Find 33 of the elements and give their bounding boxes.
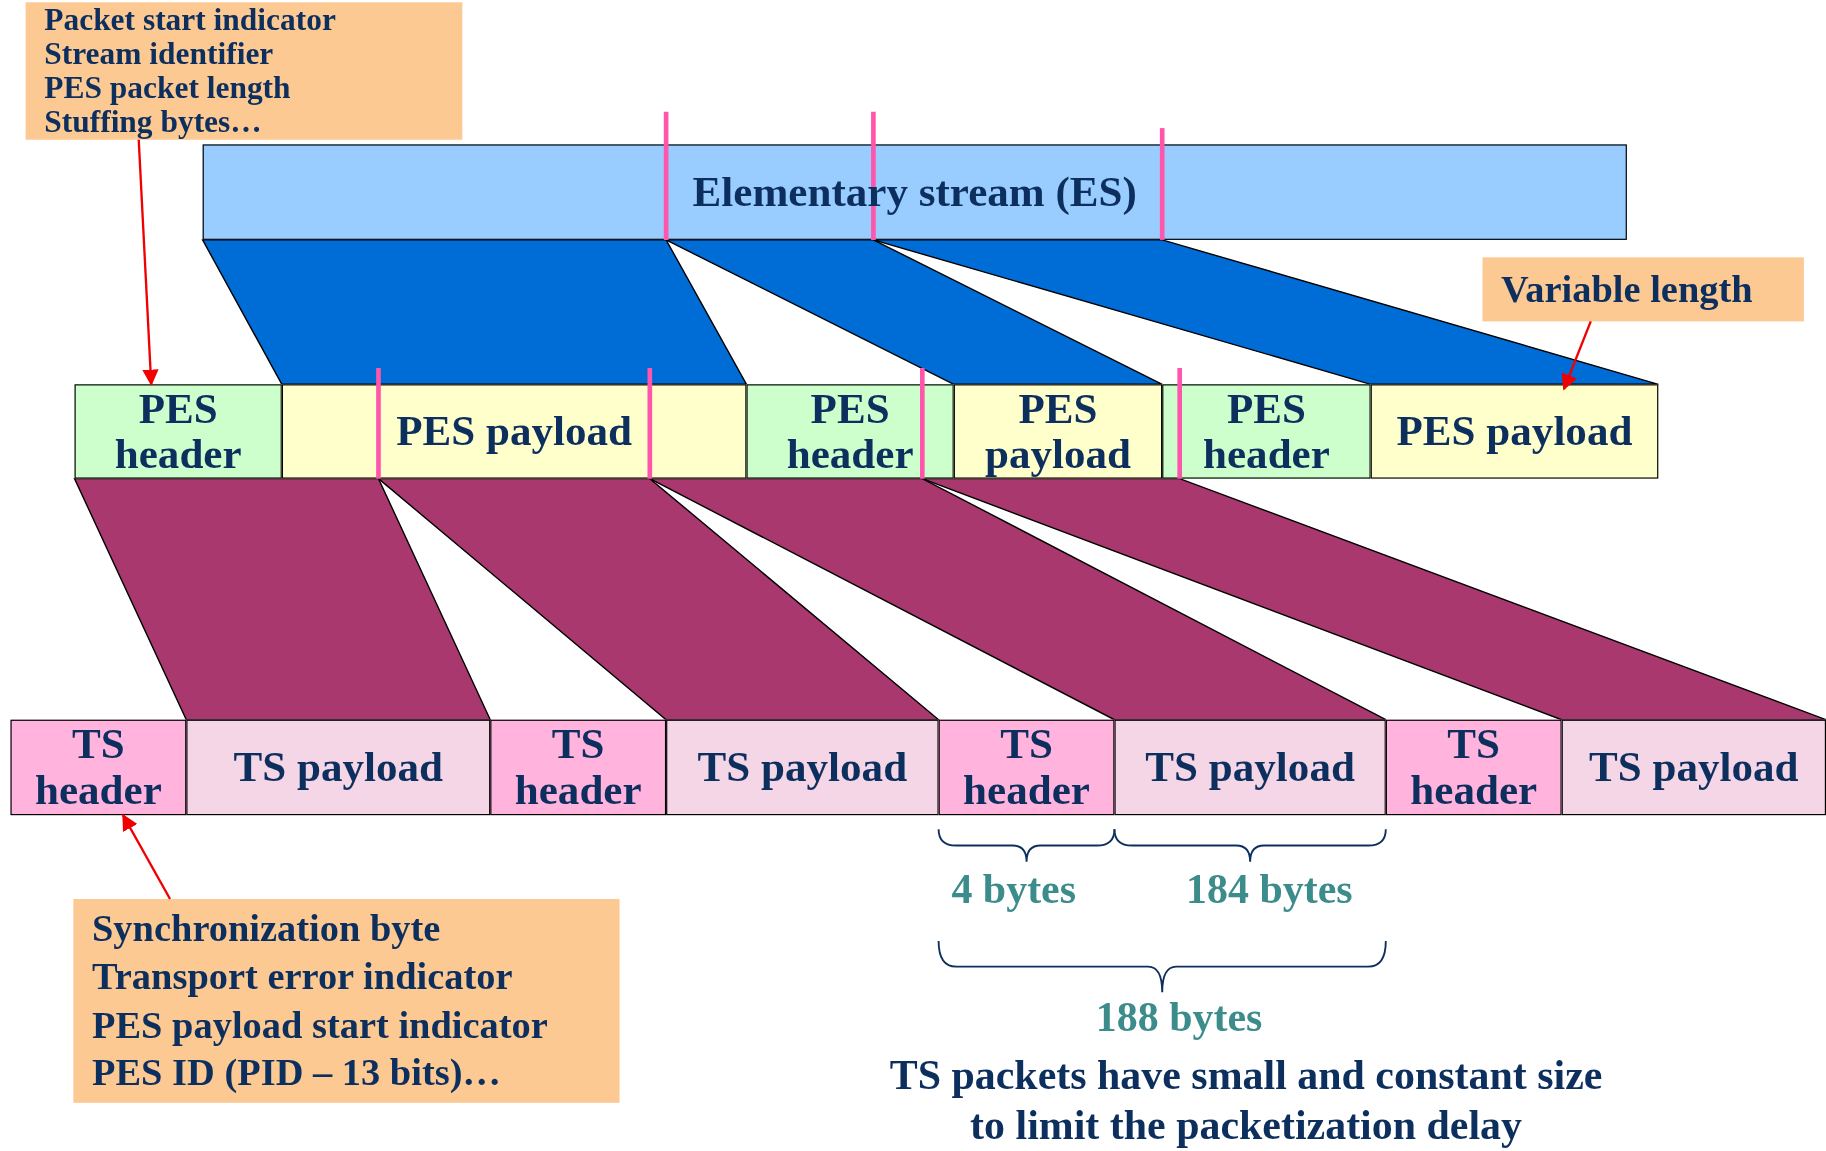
packet-field: TS payload	[666, 719, 939, 816]
callout-text: Synchronization byte	[92, 906, 441, 952]
callout-text: Packet start indicator	[44, 3, 336, 38]
leader-arrow	[122, 813, 172, 900]
packet-field: TS header	[490, 719, 667, 816]
callout-text: Transport error indicator	[92, 954, 513, 1000]
packet-field: TS payload	[1561, 719, 1826, 816]
packet-field: TS header	[1385, 719, 1562, 816]
callout-text: Stream identifier	[44, 37, 274, 72]
dimension-label: 184 bytes	[1185, 864, 1354, 913]
packet-field: PES header	[746, 384, 954, 479]
packet-field: PES header	[1162, 384, 1371, 479]
packet-field: TS header	[938, 719, 1115, 816]
packet-field: PES header	[74, 384, 282, 479]
callout-text: PES payload start indicator	[92, 1002, 548, 1048]
packet-field: TS payload	[186, 719, 491, 816]
note-text: TS packets have small and constant size to limit the packetization delay	[888, 1050, 1604, 1151]
callout-text: PES ID (PID – 13 bits)…	[92, 1050, 501, 1096]
packet-field: PES payload	[953, 384, 1163, 479]
dimension-label: 4 bytes	[950, 864, 1078, 913]
callout-text: PES packet length	[44, 71, 291, 105]
callout-text: Variable length	[1501, 266, 1753, 312]
packet-field: PES payload	[1370, 384, 1659, 479]
leader-arrow	[1561, 320, 1592, 391]
callout-box	[1482, 257, 1804, 322]
dimension-label: 188 bytes	[1094, 992, 1264, 1042]
packet-field: TS payload	[1114, 719, 1386, 816]
callout-box	[73, 899, 620, 1103]
packet-field: TS header	[10, 719, 187, 816]
callout-box	[25, 2, 463, 140]
packet-field: PES payload	[281, 384, 747, 479]
callout-text: Stuffing bytes…	[44, 105, 262, 139]
leader-arrow	[137, 139, 159, 386]
